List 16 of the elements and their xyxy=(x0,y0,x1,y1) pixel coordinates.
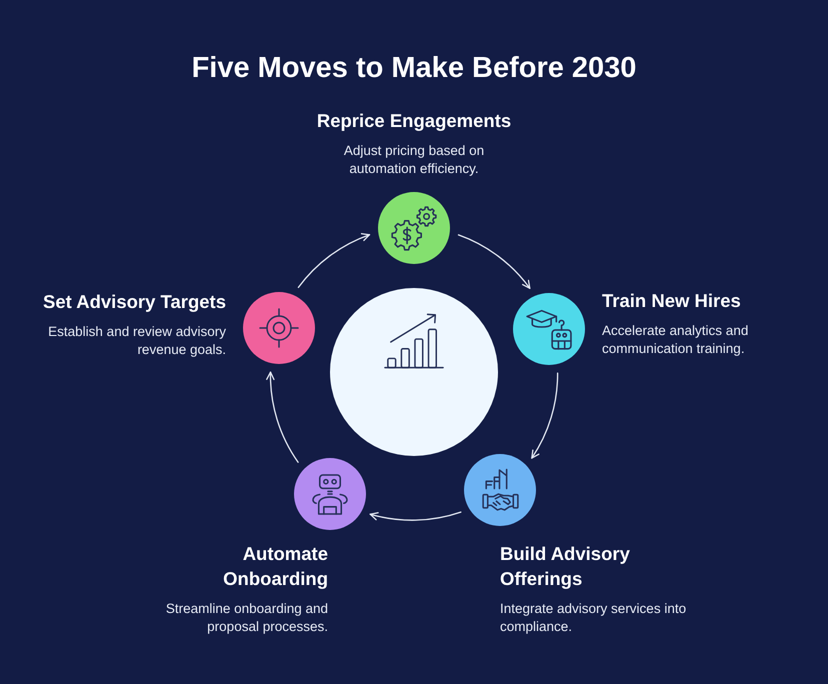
step-description: Streamline onboarding and proposal processes. xyxy=(164,600,328,636)
step-description: Establish and review advisory revenue goals. xyxy=(47,323,226,359)
step-heading: Set Advisory Targets xyxy=(42,290,226,314)
curved-arrow xyxy=(266,372,299,463)
step-description: Accelerate analytics and communication training. xyxy=(602,322,750,358)
step-description: Adjust pricing based on automation efficiency. xyxy=(342,142,486,178)
step-heading: Automate Onboarding xyxy=(222,542,328,591)
step-heading: Train New Hires xyxy=(602,289,741,313)
curved-arrow xyxy=(458,234,530,289)
curved-arrow xyxy=(531,372,558,459)
step-heading: Build Advisory Offerings xyxy=(500,542,631,591)
title: Five Moves to Make Before 2030 xyxy=(192,51,636,85)
curved-arrow xyxy=(298,234,370,288)
step-description: Integrate advisory services into compliance. xyxy=(500,600,688,636)
step-heading: Reprice Engagements xyxy=(316,109,512,133)
curved-arrow xyxy=(370,511,462,521)
